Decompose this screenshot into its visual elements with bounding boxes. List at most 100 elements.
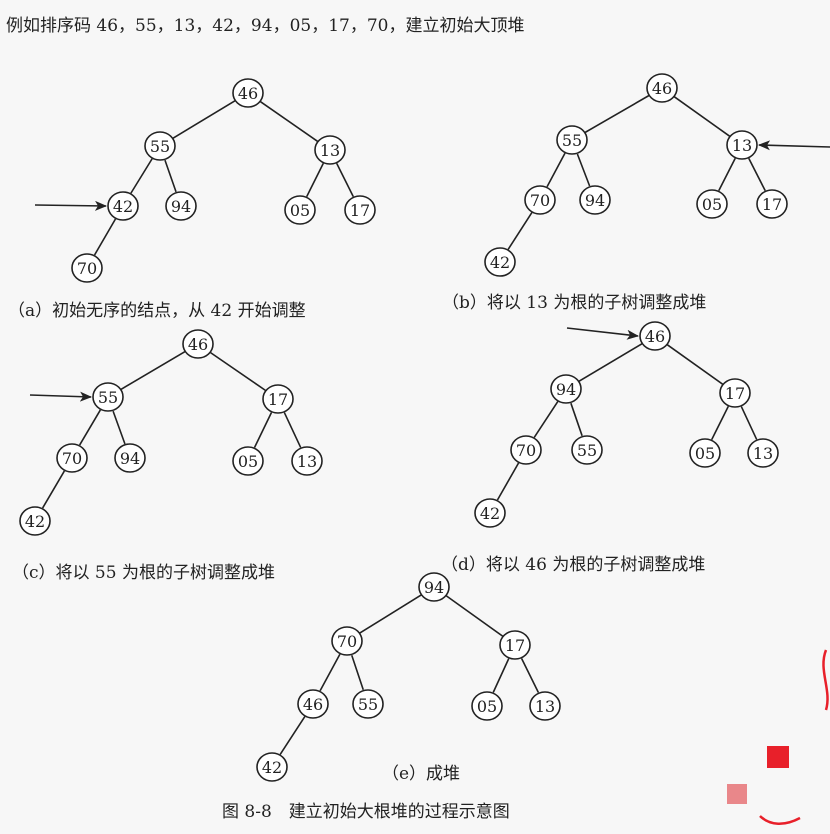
tree-node: 17 xyxy=(719,378,751,408)
node-circle xyxy=(71,253,103,283)
node-circle xyxy=(297,689,329,719)
tree-edge xyxy=(520,658,540,693)
tree-edge xyxy=(130,158,153,194)
tree-edge xyxy=(319,653,341,692)
node-label: 94 xyxy=(424,578,444,597)
panel-e: 94 70 17 46 55 05 13 42 xyxy=(256,572,561,782)
adjust-arrow xyxy=(566,327,639,340)
tree-edge xyxy=(718,158,736,191)
node-label: 94 xyxy=(585,191,605,210)
tree-node: 94 xyxy=(550,374,582,404)
watermark-square-pink xyxy=(727,784,747,804)
tree-edge xyxy=(546,152,566,188)
figure-caption: 图 8-8 建立初始大根堆的过程示意图 xyxy=(222,802,510,822)
tree-edge xyxy=(78,409,102,446)
node-circle xyxy=(484,247,516,277)
node-circle xyxy=(92,382,124,412)
node-label: 13 xyxy=(732,136,752,155)
node-circle xyxy=(182,329,214,359)
tree-node: 55 xyxy=(352,689,384,719)
node-label: 17 xyxy=(762,195,782,214)
tree-node: 94 xyxy=(579,185,611,215)
tree-edge xyxy=(578,342,643,383)
tree-edge xyxy=(666,344,724,385)
node-label: 13 xyxy=(535,697,555,716)
tree-node: 46 xyxy=(182,329,214,359)
node-circle xyxy=(344,195,376,225)
adjust-arrow xyxy=(758,140,830,151)
tree-edge xyxy=(120,350,186,391)
tree-node: 46 xyxy=(297,689,329,719)
node-label: 17 xyxy=(505,636,525,655)
node-circle xyxy=(418,572,450,602)
node-circle xyxy=(232,446,264,476)
node-label: 17 xyxy=(350,201,370,220)
tree-edge xyxy=(253,412,273,448)
tree-node: 55 xyxy=(92,382,124,412)
tree-node: 42 xyxy=(256,752,288,782)
node-circle xyxy=(474,498,506,528)
node-label: 70 xyxy=(337,632,357,651)
node-label: 46 xyxy=(652,79,672,98)
node-label: 70 xyxy=(516,441,536,460)
tree-edge xyxy=(445,595,504,637)
node-circle xyxy=(114,443,146,473)
tree-edge xyxy=(570,402,583,437)
adjust-arrow xyxy=(34,200,107,211)
caption-b: （b）将以 13 为根的子树调整成堆 xyxy=(442,293,706,313)
tree-node: 94 xyxy=(114,443,146,473)
node-label: 46 xyxy=(645,327,665,346)
tree-edge xyxy=(93,218,117,256)
node-label: 70 xyxy=(62,449,82,468)
node-label: 13 xyxy=(753,444,773,463)
tree-edge xyxy=(533,401,559,438)
tree-edge xyxy=(496,462,520,501)
node-circle xyxy=(291,446,323,476)
node-circle xyxy=(696,189,728,219)
node-label: 05 xyxy=(477,697,497,716)
tree-edge xyxy=(576,153,591,187)
tree-node: 55 xyxy=(571,435,603,465)
node-circle xyxy=(550,374,582,404)
tree-node: 05 xyxy=(232,446,264,476)
node-label: 55 xyxy=(358,695,378,714)
caption-d: （d）将以 46 为根的子树调整成堆 xyxy=(441,555,705,575)
node-label: 05 xyxy=(290,201,310,220)
node-label: 55 xyxy=(577,441,597,460)
tree-node: 42 xyxy=(107,191,139,221)
node-circle xyxy=(56,443,88,473)
tree-node: 94 xyxy=(165,191,197,221)
node-circle xyxy=(471,691,503,721)
node-circle xyxy=(331,626,363,656)
tree-edge xyxy=(41,470,66,509)
node-circle xyxy=(529,691,561,721)
tree-node: 46 xyxy=(232,78,264,108)
tree-edge xyxy=(673,96,731,137)
node-label: 42 xyxy=(113,197,133,216)
tree-node: 05 xyxy=(284,195,316,225)
tree-node: 13 xyxy=(529,691,561,721)
node-label: 13 xyxy=(297,452,317,471)
tree-node: 94 xyxy=(418,572,450,602)
node-label: 55 xyxy=(150,137,170,156)
node-circle xyxy=(719,378,751,408)
tree-node: 42 xyxy=(484,247,516,277)
tree-node: 13 xyxy=(747,438,779,468)
tree-node: 70 xyxy=(510,435,542,465)
tree-edge xyxy=(259,100,319,143)
tree-edge xyxy=(305,163,325,197)
node-circle xyxy=(144,131,176,161)
node-circle xyxy=(556,125,588,155)
node-circle xyxy=(232,78,264,108)
tree-edge xyxy=(350,654,365,691)
node-circle xyxy=(747,438,779,468)
tree-edge xyxy=(172,100,236,139)
node-label: 42 xyxy=(262,758,282,777)
node-circle xyxy=(510,435,542,465)
node-label: 42 xyxy=(25,512,45,531)
tree-edge xyxy=(112,410,126,445)
tree-node: 05 xyxy=(471,691,503,721)
node-label: 55 xyxy=(562,131,582,150)
